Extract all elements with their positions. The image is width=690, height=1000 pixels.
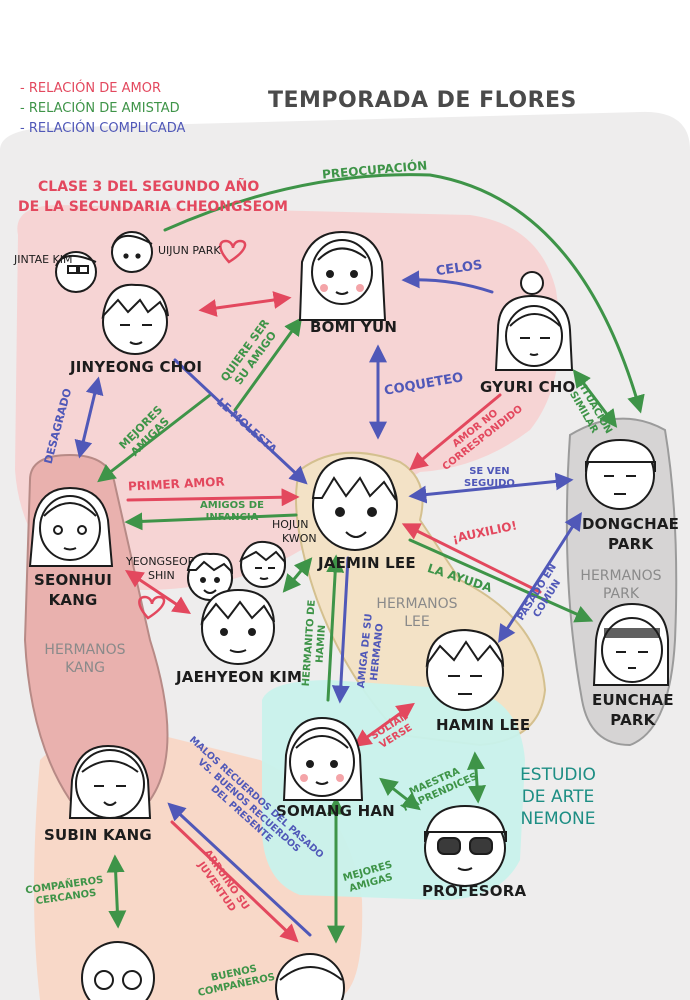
label-infancia-line2: INFANCIA <box>205 511 259 523</box>
avatar-bomi-yun <box>298 230 387 321</box>
name-dongchae: DONGCHAE PARK <box>582 514 679 555</box>
arrow-quiere-ser-amigo <box>233 317 303 412</box>
park-siblings-label: HERMANOS PARK <box>576 568 666 603</box>
name-dongchae-line1: DONGCHAE <box>582 515 680 533</box>
name-jinyeong: JINYEONG CHOI <box>70 358 203 376</box>
name-yeongseop-line1: YEONGSEOP <box>126 555 195 568</box>
park-line1: HERMANOS <box>580 568 662 584</box>
arrow-seonhui-jaehyeon <box>125 570 191 614</box>
arrow-celos <box>401 270 494 294</box>
name-eunchae-line1: EUNCHAE <box>592 691 674 709</box>
name-hojun-line2: KWON <box>282 532 317 546</box>
avatar-jintae-kim <box>55 251 97 293</box>
name-seonhui-line1: SEONHUI <box>34 571 113 589</box>
avatar-subin-kang <box>68 744 152 819</box>
name-bomi: BOMI YUN <box>310 318 398 336</box>
arrow-gyuri-dongchae <box>572 369 618 428</box>
arrow-jinyeong-bomi <box>198 291 292 317</box>
name-gyuri: GYURI CHO <box>480 378 576 396</box>
name-eunchae: EUNCHAE PARK <box>592 690 674 731</box>
label-se-ven-line2: SEGUIDO <box>464 477 515 489</box>
label-se-ven-seguido: SE VEN SEGUIDO <box>464 466 515 489</box>
arrow-amigos-infancia <box>124 512 298 531</box>
lee-siblings-label: HERMANOS LEE <box>372 596 462 631</box>
name-yeongseop: YEONGSEOP SHIN <box>126 555 194 584</box>
heart-icon <box>138 595 166 620</box>
arrow-gyuri-jaemin <box>409 393 502 471</box>
arrow-hamin-jaemin <box>326 554 345 702</box>
legend-friendship: - RELACIÓN DE AMISTAD <box>20 101 180 116</box>
name-hojun-line1: HOJUN <box>272 518 309 531</box>
page-title: TEMPORADA DE FLORES <box>268 88 577 113</box>
avatar-dongchae-park <box>585 438 657 510</box>
avatar-uijun-park <box>111 231 153 273</box>
arrow-malos-recuerdos <box>167 802 312 937</box>
studio-line3: NEMONE <box>520 809 596 830</box>
legend-love: - RELACIÓN DE AMOR <box>20 81 162 96</box>
arrow-mejores-amigas <box>97 393 212 483</box>
arrow-hojun-jaemin <box>282 557 313 593</box>
label-infancia-line1: AMIGOS DE <box>200 500 264 511</box>
arrow-maestra <box>379 777 421 811</box>
lee-line2: LEE <box>404 613 430 630</box>
name-jaemin: JAEMIN LEE <box>318 554 416 572</box>
arrow-hamin-profesora <box>466 751 487 804</box>
legend-complicated: - RELACIÓN COMPLICADA <box>20 121 186 136</box>
name-hamin: HAMIN LEE <box>436 716 531 734</box>
name-seonhui-line2: KANG <box>48 591 98 610</box>
avatar-seonhui-kang <box>28 486 114 567</box>
avatar-eunchae-park <box>592 602 669 686</box>
name-jintae: JINTAE KIM <box>14 253 73 266</box>
arrow-seonhui-jaemin <box>126 488 300 507</box>
kang-line2: KANG <box>65 659 105 676</box>
name-jaehyeon: JAEHYEON KIM <box>176 668 303 686</box>
name-seonhui: SEONHUI KANG <box>34 570 112 611</box>
kang-siblings-label: HERMANOS KANG <box>40 642 130 677</box>
avatar-somang-han <box>282 716 364 801</box>
name-hojun: HOJUN KWON <box>272 518 317 547</box>
name-uijun: UIJUN PARK <box>158 244 221 257</box>
name-yeongseop-line2: SHIN <box>148 569 175 583</box>
arrow-subin-companeros <box>106 854 127 929</box>
arrow-somang-hamin <box>353 702 415 748</box>
studio-line2: DE ARTE <box>521 787 595 808</box>
arrow-preocupacion <box>163 173 645 414</box>
label-amigos-infancia: AMIGOS DE INFANCIA <box>200 500 264 523</box>
label-se-ven-line1: SE VEN <box>469 466 510 477</box>
arrow-se-ven-seguido <box>408 472 574 504</box>
arrow-subin-arruino <box>170 820 299 943</box>
kang-line1: HERMANOS <box>44 642 126 658</box>
avatar-gyuri-cho <box>494 271 574 371</box>
arrow-desagrado <box>74 376 104 459</box>
avatar-jaemin-lee <box>311 456 398 551</box>
avatar-jinyeong-choi <box>101 283 169 355</box>
name-dongchae-line2: PARK <box>607 535 654 554</box>
avatar-bottom-left <box>81 941 155 1000</box>
lee-line1: HERMANOS <box>376 596 458 612</box>
name-subin: SUBIN KANG <box>44 826 152 844</box>
arrow-amiga-hermano <box>331 556 350 704</box>
arrow-le-molesta <box>173 358 308 485</box>
class-label-line2: DE LA SECUNDARIA CHEONGSEOM <box>18 199 288 215</box>
avatar-yeongseop-shin <box>186 552 234 601</box>
class-label-line1: CLASE 3 DEL SEGUNDO AÑO <box>38 179 260 195</box>
park-line2: PARK <box>602 585 640 602</box>
studio-label: ESTUDIO DE ARTE NEMONE <box>508 764 608 830</box>
name-profesora: PROFESORA <box>422 882 527 900</box>
name-eunchae-line2: PARK <box>610 711 656 730</box>
avatar-bottom-right <box>275 953 345 1000</box>
avatar-hamin-lee <box>425 628 505 711</box>
studio-line1: ESTUDIO <box>520 765 596 785</box>
avatar-jaehyeon-kim <box>200 588 275 665</box>
avatar-hojun-kwon <box>239 540 287 588</box>
arrow-pasado-comun <box>498 511 582 644</box>
avatar-profesora <box>424 804 507 887</box>
name-somang: SOMANG HAN <box>276 802 395 820</box>
heart-icon <box>219 239 247 264</box>
